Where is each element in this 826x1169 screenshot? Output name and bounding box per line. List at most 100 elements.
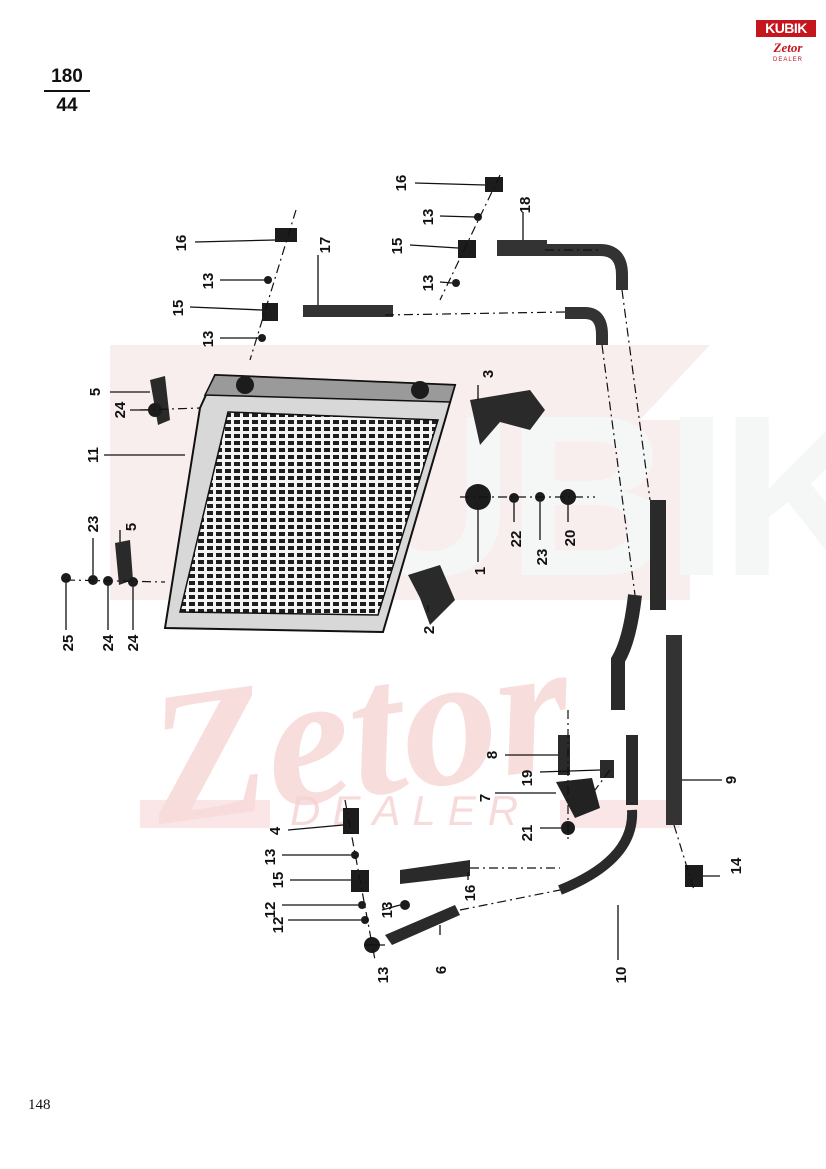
- callout-22: 22: [508, 531, 525, 548]
- leader-c15a: [189, 306, 263, 311]
- assembly-line-hose-6: [459, 889, 561, 911]
- upper-pipe-left: [565, 307, 608, 345]
- callout-7: 7: [477, 794, 494, 802]
- tap-15-right: [458, 240, 476, 258]
- sheet-number: 180 44: [44, 64, 90, 118]
- callout-15: 15: [389, 238, 406, 255]
- leader-c16b: [414, 182, 486, 186]
- sheet-number-top: 180: [51, 66, 83, 87]
- mount-washer-22: [509, 493, 519, 503]
- callout-13: 13: [420, 209, 437, 226]
- callout-8: 8: [484, 751, 501, 759]
- callout-17: 17: [317, 237, 334, 254]
- dealer-logo: KUBIK Zetor DEALER: [756, 16, 816, 70]
- upper-pipe-right: [545, 244, 628, 290]
- callout-9: 9: [723, 776, 740, 784]
- bolt-head: [61, 573, 71, 583]
- callout-14: 14: [728, 857, 745, 874]
- page-number: 148: [28, 1097, 51, 1113]
- dealer-logo-sub: DEALER: [772, 57, 803, 63]
- callout-20: 20: [562, 530, 579, 547]
- callout-24: 24: [125, 634, 142, 651]
- radiator-core: [179, 411, 440, 616]
- drain-pipe-10: [558, 809, 638, 895]
- callout-5: 5: [123, 523, 140, 531]
- upper-bracket: [470, 390, 545, 445]
- hose-9: [666, 635, 682, 825]
- callout-16: 16: [462, 885, 479, 902]
- seal-13-upper-b: [258, 334, 266, 342]
- dealer-logo-brand: Zetor: [773, 40, 803, 55]
- callout-13: 13: [262, 849, 279, 866]
- radiator-assembly: [163, 373, 457, 634]
- hose-16: [400, 860, 470, 884]
- assembly-line-union: [673, 824, 695, 891]
- tap-15-upper: [262, 303, 278, 321]
- assembly-line-pipe-right: [621, 289, 651, 501]
- callout-10: 10: [613, 967, 630, 984]
- sleeve-19: [600, 760, 614, 778]
- callout-24: 24: [112, 401, 129, 418]
- plug-16-right: [485, 177, 503, 192]
- callout-21: 21: [519, 825, 536, 842]
- callout-13: 13: [379, 902, 396, 919]
- leader-c13f: [381, 904, 401, 911]
- dealer-logo-name: KUBIK: [756, 20, 816, 37]
- callout-6: 6: [433, 966, 450, 974]
- callout-1: 1: [472, 567, 489, 575]
- leader-c19: [539, 769, 601, 773]
- callout-2: 2: [421, 626, 438, 634]
- mount-bracket-bottom: [115, 540, 133, 585]
- seal-13-lower-a: [351, 851, 359, 859]
- lower-hose: [650, 500, 666, 610]
- washer-c: [128, 577, 138, 587]
- callout-25: 25: [60, 635, 77, 652]
- callout-13: 13: [375, 967, 392, 984]
- assembly-line-sleeve: [594, 769, 611, 791]
- sheet-number-rule: [44, 90, 90, 92]
- union-14: [685, 865, 703, 887]
- leader-c13d: [439, 281, 453, 284]
- bent-pipe: [611, 594, 642, 710]
- leader-c15b: [409, 244, 459, 249]
- bracket-7: [556, 778, 600, 818]
- callout-24: 24: [100, 634, 117, 651]
- callout-16: 16: [393, 175, 410, 192]
- callout-13: 13: [420, 275, 437, 292]
- seal-13-lower-c: [400, 900, 410, 910]
- seal-13-right-a: [474, 213, 482, 221]
- seal-13-right-b: [452, 279, 460, 287]
- callout-18: 18: [517, 197, 534, 214]
- assembly-line-bolt: [65, 579, 166, 583]
- leader-c16a: [194, 239, 276, 243]
- callout-13: 13: [200, 331, 217, 348]
- seal-13-upper-a: [264, 276, 272, 284]
- leader-c13c: [439, 215, 476, 218]
- callout-23: 23: [85, 516, 102, 533]
- callout-19: 19: [519, 770, 536, 787]
- assembly-line-pipe-left: [601, 344, 636, 596]
- washer-12-a: [358, 901, 366, 909]
- callout-12: 12: [270, 917, 287, 934]
- callout-16: 16: [173, 235, 190, 252]
- hose-6: [385, 905, 460, 945]
- callout-4: 4: [267, 826, 284, 835]
- plug-16-upper: [275, 228, 297, 242]
- hose-17: [303, 305, 393, 317]
- hose-18: [497, 240, 547, 256]
- callout-3: 3: [480, 370, 497, 378]
- callout-13: 13: [200, 273, 217, 290]
- spring-8: [558, 735, 570, 775]
- callout-15: 15: [270, 872, 287, 889]
- assembly-line-right: [439, 174, 501, 301]
- callout-15: 15: [170, 300, 187, 317]
- assembly-line-bolt-4: [344, 799, 376, 961]
- radiator-inlet: [236, 376, 254, 394]
- leader-c4: [287, 824, 344, 831]
- radiator-outlet: [411, 381, 429, 399]
- assembly-line-upper: [249, 209, 297, 361]
- assembly-line-hose-17: [384, 311, 566, 316]
